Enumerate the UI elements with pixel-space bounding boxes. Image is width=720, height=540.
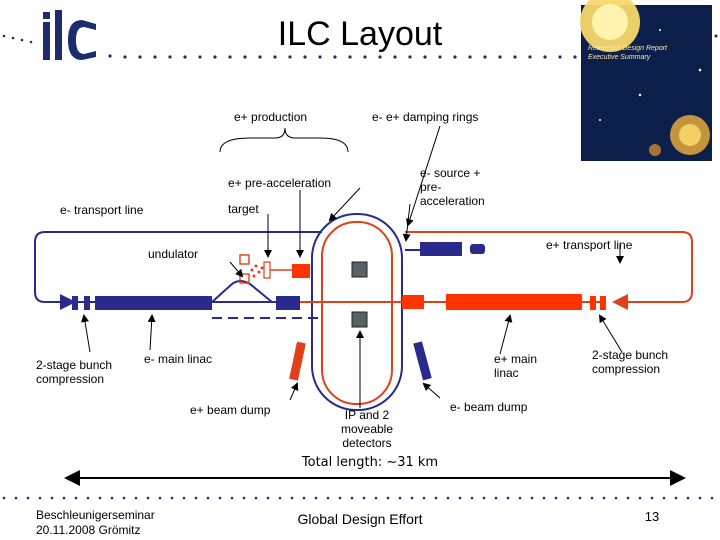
total-length-label: Total length: ~31 km <box>301 455 439 470</box>
electron-source-bar <box>420 242 462 256</box>
electron-beam-dump <box>413 341 432 381</box>
label-electron-source: e- source + pre-acceleration <box>420 166 485 208</box>
ring-detector-top <box>351 261 368 278</box>
footer-dotted-line <box>2 496 714 500</box>
positron-preaccel-box <box>402 295 424 309</box>
report-cover-text: Reference Design Report Executive Summar… <box>588 44 706 62</box>
electron-linac-module <box>276 296 300 310</box>
right-compressor-1 <box>590 296 596 310</box>
positron-transport-line <box>405 231 693 310</box>
positron-beam-dump <box>289 341 306 381</box>
report-cover-subtitle: Executive Summary <box>588 54 651 61</box>
footer-date-location: 20.11.2008 Grömitz <box>36 523 141 537</box>
page-number: 13 <box>644 509 660 524</box>
electron-main-linac-bar <box>95 296 212 310</box>
report-cover-image <box>580 0 712 161</box>
positron-production-brace <box>219 127 349 153</box>
label-electron-transport-line: e- transport line <box>60 203 144 217</box>
ilc-logo <box>43 10 96 60</box>
label-positron-main-linac: e+ main linac <box>494 352 538 380</box>
undulator-path <box>211 280 273 303</box>
undulator-target-1 <box>239 254 250 265</box>
ring-detector-bottom <box>351 311 368 328</box>
electron-source-module <box>470 244 485 254</box>
label-damping-rings: e- e+ damping rings <box>372 110 479 124</box>
undulator-target-2 <box>239 273 250 284</box>
label-positron-transport-line: e+ transport line <box>546 238 633 252</box>
report-cover-title: Reference Design Report <box>588 45 667 52</box>
label-target: target <box>228 202 259 216</box>
page-title: ILC Layout <box>277 15 443 53</box>
electron-damping-ring <box>311 213 403 411</box>
positron-damping-ring <box>321 221 393 405</box>
label-bunch-compression-left: 2-stage bunch compression <box>36 358 113 386</box>
label-bunch-compression-right: 2-stage bunch compression <box>592 348 669 376</box>
left-compressor-1 <box>72 296 78 310</box>
left-compressor-2 <box>84 296 90 310</box>
target-particles <box>250 264 264 278</box>
label-electron-beam-dump: e- beam dump <box>450 400 528 414</box>
footer-center: Global Design Effort <box>297 511 423 527</box>
label-positron-preacceleration: e+ pre-acceleration <box>228 176 332 190</box>
footer-left: Beschleunigerseminar 20.11.2008 Grömitz <box>36 508 155 538</box>
target-stack <box>263 261 271 279</box>
label-positron-beam-dump: e+ beam dump <box>190 403 271 417</box>
label-positron-production: e+ production <box>234 110 308 124</box>
footer-event: Beschleunigerseminar <box>36 508 155 522</box>
label-ip-detectors: IP and 2 moveable detectors <box>340 408 394 450</box>
electron-transport-line <box>34 231 322 310</box>
label-electron-main-linac: e- main linac <box>144 352 213 366</box>
right-compressor-2 <box>600 296 606 310</box>
label-undulator: undulator <box>148 247 199 261</box>
positron-main-linac-bar <box>446 294 582 310</box>
positron-preaccel-module <box>292 264 310 278</box>
